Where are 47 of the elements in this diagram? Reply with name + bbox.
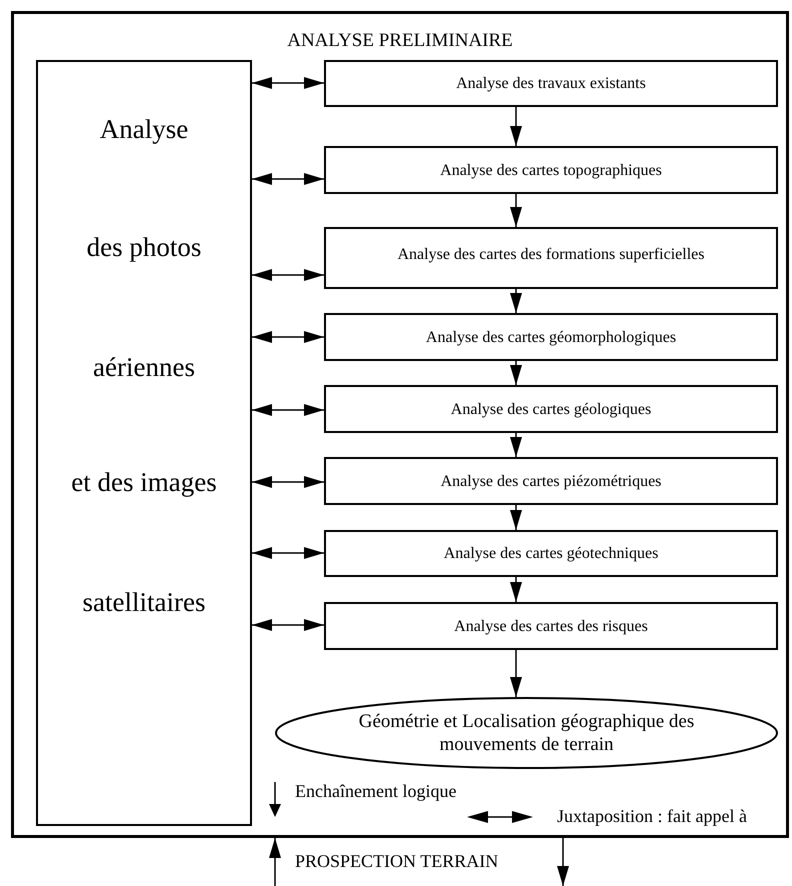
box-text: des photos <box>86 231 202 263</box>
double-arrow <box>252 547 324 559</box>
box-text: Analyse des cartes des formations superficielles <box>397 245 704 264</box>
section-label: PROSPECTION TERRAIN <box>295 850 498 872</box>
arrow <box>510 505 522 530</box>
box-text: satellitaires <box>82 586 206 618</box>
double-arrow <box>252 77 324 89</box>
legend-text: Enchaînement logique <box>295 780 456 802</box>
box-text: Analyse des travaux existants <box>456 74 646 93</box>
arrow <box>557 838 569 886</box>
process-box <box>36 60 252 826</box>
process-box <box>324 146 778 194</box>
arrow <box>510 289 522 313</box>
arrow <box>510 577 522 602</box>
process-box <box>324 227 778 289</box>
legend-text: Juxtaposition : fait appel à <box>557 805 747 827</box>
box-text: et des images <box>70 466 218 498</box>
frame-box <box>11 11 789 838</box>
frame-heading: ANALYSE PRELIMINAIRE <box>286 30 514 52</box>
box-text: Analyse des cartes des risques <box>454 616 648 636</box>
box-text: Analyse des cartes topographiques <box>440 160 662 180</box>
process-box <box>324 602 778 650</box>
double-arrow <box>252 269 324 281</box>
double-arrow <box>252 173 324 185</box>
arrow <box>510 107 522 146</box>
arrow <box>510 433 522 457</box>
arrow <box>510 650 522 697</box>
process-box <box>324 60 778 107</box>
arrow <box>510 194 522 227</box>
arrow <box>510 361 522 385</box>
double-arrow <box>252 619 324 631</box>
arrow <box>269 838 281 886</box>
double-arrow <box>252 404 324 416</box>
box-text: aériennes <box>92 351 196 383</box>
process-box <box>324 530 778 577</box>
double-arrow <box>252 331 324 343</box>
box-text: Analyse des cartes géologiques <box>450 400 652 418</box>
ellipse-text: Géométrie et Localisation géographique des mouvements de terrain <box>358 710 696 756</box>
box-text: Analyse <box>98 113 190 145</box>
result-ellipse <box>275 697 778 769</box>
double-arrow <box>252 476 324 488</box>
box-text: Analyse des cartes géotechniques <box>444 544 658 563</box>
process-box <box>324 313 778 361</box>
box-text: Analyse des cartes géomorphologiques <box>426 328 676 346</box>
process-box <box>324 457 778 505</box>
process-box <box>324 385 778 433</box>
box-text: Analyse des cartes piézométriques <box>440 472 662 490</box>
